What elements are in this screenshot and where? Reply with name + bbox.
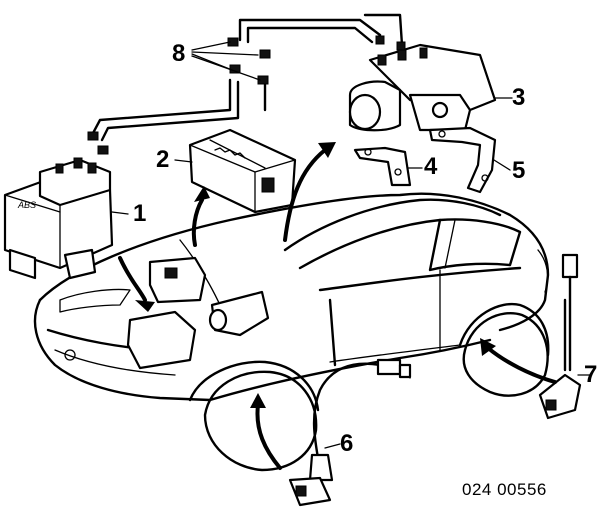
leader-lines bbox=[111, 41, 591, 449]
bracket-4 bbox=[353, 146, 412, 187]
callout-7: 7 bbox=[584, 361, 598, 388]
front-wheel-speed-sensor bbox=[288, 358, 412, 507]
callout-1: 1 bbox=[133, 200, 147, 227]
pointer-arrows bbox=[118, 142, 557, 470]
abs-unit-label: ABS bbox=[17, 200, 36, 210]
bracket-5 bbox=[428, 126, 497, 194]
callout-8: 8 bbox=[172, 40, 186, 67]
callout-4: 4 bbox=[424, 153, 438, 180]
abs-hydraulic-unit: ABS bbox=[3, 157, 114, 280]
rear-wheel-speed-sensor bbox=[538, 253, 582, 420]
abs-modulator bbox=[348, 43, 497, 132]
callout-3: 3 bbox=[512, 84, 526, 111]
callout-5: 5 bbox=[512, 157, 526, 184]
engine-bay-components bbox=[126, 256, 270, 370]
abs-control-module bbox=[188, 128, 297, 214]
brake-lines bbox=[87, 13, 406, 155]
diagram-number: 024 00556 bbox=[462, 480, 547, 499]
callout-6: 6 bbox=[340, 430, 354, 457]
callout-2: 2 bbox=[156, 146, 170, 173]
